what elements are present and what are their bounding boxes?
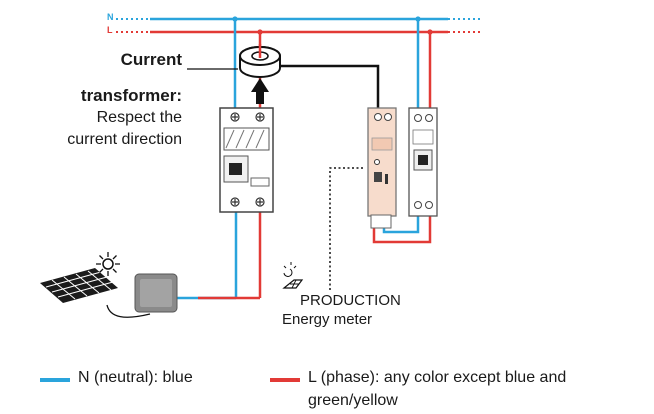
phase-bus-label: L (107, 25, 113, 35)
inverter-box (134, 273, 178, 313)
neutral-legend-text: N (neutral): blue (78, 369, 193, 386)
ct-title-line2: transformer: (80, 86, 182, 105)
ct-desc-line1: Respect the (96, 109, 182, 126)
energy-meter-label: Energy meter (282, 311, 373, 328)
production-label: PRODUCTION (300, 292, 401, 309)
neutral-bus-label: N (107, 12, 114, 22)
neutral-legend-swatch (40, 378, 70, 382)
solar-panel-icon (40, 268, 118, 303)
meter-pointer-line (329, 167, 363, 290)
panel-cable (106, 304, 151, 318)
current-transformer (187, 44, 281, 104)
phase-legend-text-line1: L (phase): any color except blue and (308, 369, 567, 386)
production-icon (282, 262, 304, 289)
secondary-breaker (408, 107, 438, 217)
phase-legend-text-line2: green/yellow (308, 392, 398, 409)
ct-title-line1: Current (120, 50, 182, 69)
main-breaker (219, 107, 274, 213)
energy-meter-device (367, 107, 397, 229)
ct-desc-line2: current direction (67, 131, 182, 148)
current-direction-arrow (251, 78, 269, 104)
phase-legend-swatch (270, 378, 300, 382)
meter-wiring (275, 19, 432, 244)
sun-icon (96, 252, 120, 276)
supply-bus (116, 16, 482, 35)
